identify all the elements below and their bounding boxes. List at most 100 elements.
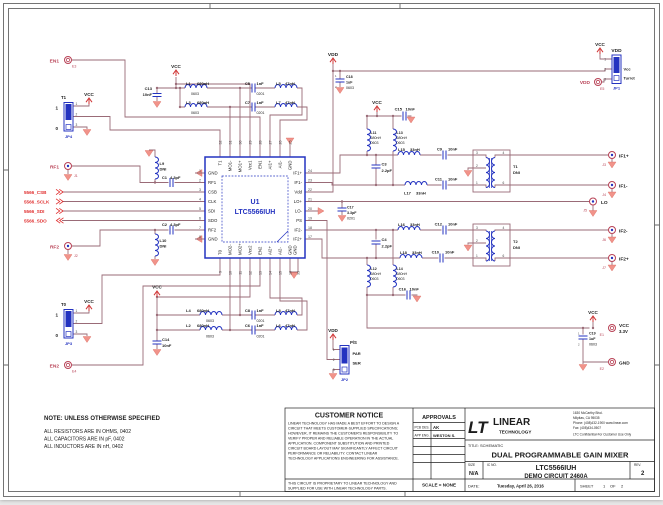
- u1-pin15-num: 15: [278, 271, 282, 275]
- jumper-jp3: T0 1 2 3 1 0 JP3: [55, 302, 77, 346]
- c4-ref: C4: [382, 237, 388, 242]
- notice-line: TECHNOLOGY APPLICATIONS ENGINEERING FOR …: [288, 457, 399, 461]
- u1-pin9-num: 9: [218, 271, 222, 273]
- connector-e5: [594, 78, 602, 86]
- u1-pin20-name: LO-: [295, 209, 303, 214]
- u1-pin30-num: 30: [238, 141, 242, 145]
- u1-pin21-name: LO+: [294, 199, 303, 204]
- vcc-label: VCC: [588, 310, 598, 315]
- u1-pin17-num: 17: [308, 235, 312, 239]
- u1-pin24-name: IF1+: [293, 171, 302, 176]
- jp2-title: P/S: [350, 340, 357, 345]
- t1-pin4: 4: [503, 151, 505, 155]
- u1-pin8-name: GND: [208, 237, 218, 242]
- l12-val: 680nH: [371, 272, 382, 276]
- capacitor-c7: [251, 102, 256, 112]
- t2-pin3: 3: [476, 226, 478, 230]
- e4-ref: E4: [72, 370, 76, 374]
- wires: [62, 54, 613, 373]
- u1-pin4-num: 4: [199, 197, 201, 201]
- c13-ref: C13: [145, 86, 153, 91]
- u1-pin14-name: AI2+: [268, 246, 273, 255]
- vcc-label: VCC: [84, 299, 94, 304]
- connector-j5: [589, 197, 597, 206]
- u1-pin10-num: 10: [228, 271, 232, 275]
- jp4-pin2: 2: [76, 113, 78, 117]
- capacitor-c8: [251, 310, 256, 320]
- connector-e1: [608, 324, 616, 332]
- c17-ref: C17: [347, 206, 354, 210]
- note-title: NOTE: UNLESS OTHERWISE SPECIFIED: [44, 416, 161, 422]
- c19-pin2: 2: [578, 343, 580, 347]
- l4-ref: L4: [186, 308, 191, 313]
- connector-j2: [64, 242, 72, 250]
- jp3-state0: 0: [55, 333, 58, 338]
- transformer-t1: [472, 149, 511, 193]
- gnd-arrows: [63, 87, 617, 380]
- note-line: ALL CAPACITORS ARE IN pF, 0402: [44, 437, 125, 443]
- if1p-label: IF1+: [619, 154, 629, 160]
- u1-pin13-num: 13: [258, 271, 262, 275]
- wire-if2: [315, 229, 613, 364]
- c18-pin2: 2: [335, 85, 337, 89]
- proprietary-line: SUPPLIED FOR USE WITH LINEAR TECHNOLOGY …: [288, 487, 387, 491]
- u1-pin1-num: 1: [199, 169, 201, 173]
- gnd-arrow: [317, 207, 325, 215]
- rf2-label: RF2: [50, 245, 59, 251]
- scale-label: SCALE = NONE: [422, 483, 456, 488]
- l2-val: 680nH: [197, 323, 209, 328]
- signal-sclk: 5566_SCLK: [24, 199, 50, 204]
- signal-sdo: 5566_SDO: [24, 218, 47, 223]
- gnd-arrow: [607, 161, 617, 169]
- e1-sub: 3.3V: [619, 329, 628, 334]
- note-line: ALL RESISTORS ARE IN OHMS, 0402: [44, 429, 131, 435]
- customer-notice-title: CUSTOMER NOTICE: [315, 413, 384, 420]
- vcc-label: VCC: [595, 42, 605, 47]
- power-arrows: [85, 47, 604, 341]
- schematic-title: DUAL PROGRAMMABLE GAIN MIXER: [492, 451, 629, 460]
- inductor-l17: [404, 181, 428, 186]
- vdd-label: VDD: [328, 52, 339, 58]
- address-line: 1630 McCarthy Blvd.: [573, 411, 603, 415]
- address-line: Fax: (408)434-0507: [573, 426, 601, 430]
- vcc-arrow: [153, 290, 161, 298]
- vcc-arrow: [85, 97, 93, 105]
- jumpers: T1 1 2 3 1 0 JP4 T0 1 2 3 1 0 JP3 VDD 1 …: [55, 48, 635, 382]
- inductor-l9: [154, 156, 159, 180]
- jp1-pin3: 3: [604, 78, 606, 82]
- l11-ref: L11: [371, 131, 377, 135]
- c14-val: 10nF: [162, 343, 172, 348]
- wire-lo-ps: [315, 201, 590, 373]
- net-labels: VCC VCC VCC VCC VCC VCC VCC VDD VDD 5566…: [24, 42, 606, 333]
- title-block: CUSTOMER NOTICE LINEAR TECHNOLOGY HAS MA…: [284, 407, 655, 492]
- notice-line: LINEAR TECHNOLOGY HAS MADE A BEST EFFORT…: [288, 422, 400, 426]
- c10-val: 10nF: [445, 250, 455, 255]
- date-label: DATE:: [468, 484, 479, 489]
- l4-val: 680nH: [197, 308, 209, 313]
- gnd-arrow: [328, 373, 338, 380]
- c13-val: 10nF: [143, 92, 153, 97]
- u1-pin14-num: 14: [268, 271, 272, 275]
- jp3-state1: 1: [55, 313, 58, 318]
- jp3-title: T0: [61, 302, 67, 307]
- c16-ref: C16: [399, 287, 407, 292]
- l8-ref: L8: [276, 308, 281, 313]
- company-linear: LINEAR: [493, 417, 531, 428]
- if1m-label: IF1-: [619, 184, 628, 190]
- address-line: Phone: (408)432-1900 www.linear.com: [573, 421, 628, 425]
- ic-no-label: IC NO.: [487, 463, 497, 467]
- u1-pin25-name: GND: [288, 161, 293, 171]
- u1-pin33-name: GND: [293, 245, 298, 255]
- c2-ref: C2: [162, 222, 168, 227]
- u1-chip: U1 LTC5566IUH 1 2 3 4 5 6 7 8 GND RF1 CS…: [195, 141, 315, 275]
- c8-ref: C8: [245, 308, 251, 313]
- l10-ref: L10: [160, 238, 168, 243]
- jp4-pin3: 3: [76, 123, 78, 127]
- chevron-in-icon: [55, 217, 64, 224]
- jp1-pin2: 2: [604, 68, 606, 72]
- u1-ref: U1: [251, 199, 260, 206]
- sheet-of-label: OF: [610, 484, 616, 489]
- t1-pin3: 3: [476, 151, 478, 155]
- c9-ref: C9: [437, 147, 443, 152]
